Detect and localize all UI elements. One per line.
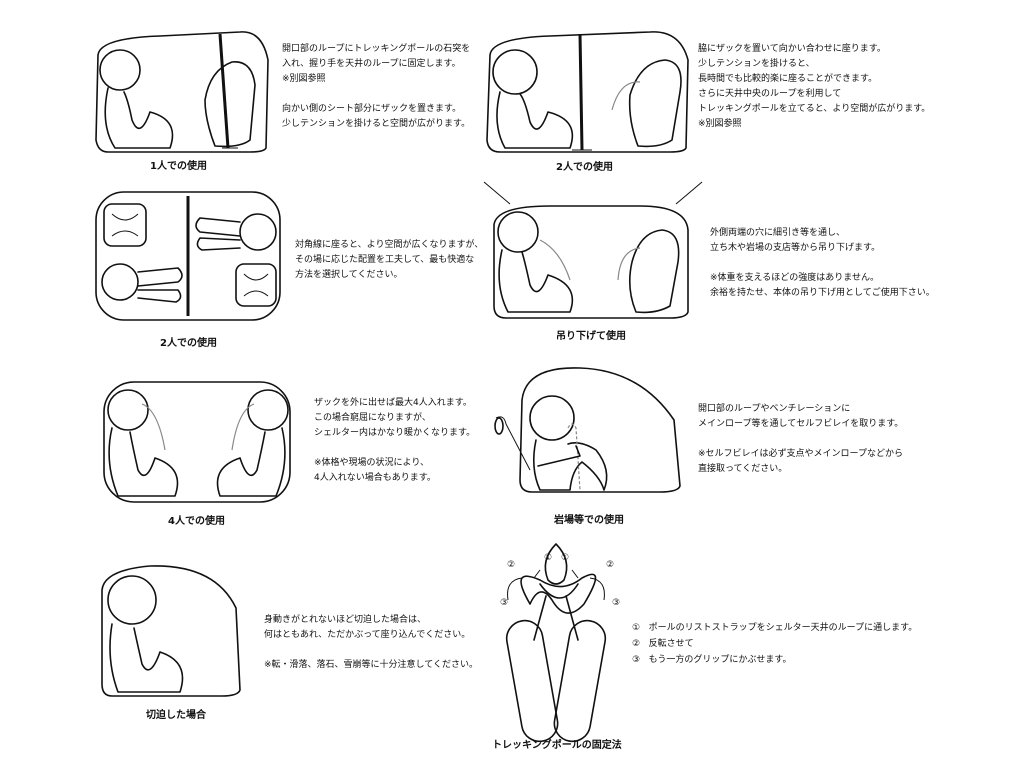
caption-emergency: 切迫した場合: [146, 710, 206, 721]
panel-hanging-text: 外側両端の穴に細引き等を通し、 立ち木や岩場の支店等から吊り下げます。 ※体重を…: [710, 226, 935, 301]
text-line: トレッキングポールを立てると、より空間が広がります。: [698, 104, 931, 114]
step-marker: ②: [606, 560, 615, 570]
step-text: 反転させて: [648, 639, 694, 649]
step-marker: ③: [612, 598, 621, 608]
illustration-two-facing: [486, 31, 689, 153]
step-marker: ①: [561, 553, 570, 563]
text-line: ※体格や現場の状況により、: [314, 458, 430, 468]
text-gap: [282, 87, 470, 102]
caption-hanging: 吊り下げて使用: [556, 331, 626, 342]
panel-emergency-text: 身動きがとれないほど切迫した場合は、 何はともあれ、ただかぶって座り込んでくださ…: [264, 613, 478, 673]
text-line: 少しテンションを掛けると空間が広がります。: [282, 119, 471, 129]
text-line: その場に応じた配置を工夫して、最も快適な: [295, 255, 475, 265]
text-line: 身動きがとれないほど切迫した場合は、: [264, 615, 427, 625]
caption-four-people: 4人での使用: [168, 516, 225, 527]
text-gap: [710, 256, 935, 271]
text-gap: [698, 432, 903, 447]
caption-solo: 1人での使用: [150, 161, 207, 172]
text-line: この場合窮屈になりますが、: [314, 413, 431, 423]
text-line: 方法を選択してください。: [295, 270, 403, 280]
step-marker: ③: [500, 598, 509, 608]
text-line: ※転・滑落、落石、雪崩等に十分注意してください。: [264, 660, 479, 670]
step-marker: ②: [507, 560, 516, 570]
step-text: もう一方のグリップにかぶせます。: [648, 655, 792, 665]
step-number: ①: [632, 623, 641, 633]
text-line: ※体重を支えるほどの強度はありません。: [710, 273, 880, 283]
step-item: ② 反転させて: [632, 636, 917, 652]
text-line: 少しテンションを掛けると、: [698, 59, 815, 69]
step-text: ポールのリストストラップをシェルター天井のループに通します。: [648, 623, 918, 633]
panel-rock-face-text: 開口部のループやベンチレーションに メインロープ等を通してセルフビレイを取ります…: [698, 402, 903, 477]
text-gap: [264, 643, 478, 658]
panel-solo-text: 開口部のループにトレッキングポールの石突を 入れ、握り手を天井のループに固定しま…: [282, 42, 470, 132]
panel-two-facing-text: 脇にザックを置いて向かい合わせに座ります。 少しテンションを掛けると、 長時間で…: [698, 42, 930, 132]
illustration-pole-fixing: [505, 543, 607, 743]
panel-pole-fixing-steps: ① ポールのリストストラップをシェルター天井のループに通します。 ② 反転させて…: [632, 620, 917, 668]
text-gap: [314, 441, 475, 456]
text-line: ※別図参照: [698, 119, 742, 129]
text-line: 脇にザックを置いて向かい合わせに座ります。: [698, 44, 886, 54]
text-line: 開口部のループやベンチレーションに: [698, 404, 851, 414]
illustration-emergency: [101, 565, 241, 697]
text-line: 外側両端の穴に細引き等を通し、: [710, 228, 846, 238]
caption-two-facing: 2人での使用: [556, 162, 613, 173]
text-line: 4人入れない場合もあります。: [314, 473, 436, 483]
text-line: 立ち木や岩場の支店等から吊り下げます。: [710, 243, 881, 253]
illustration-rock-face: [494, 367, 681, 493]
text-line: さらに天井中央のループを利用して: [698, 89, 842, 99]
text-line: 開口部のループにトレッキングポールの石突を: [282, 44, 471, 54]
illustration-hanging: [483, 181, 703, 319]
text-line: シェルター内はかなり暖かくなります。: [314, 428, 476, 438]
text-line: 余裕を持たせ、本体の吊り下げ用としてご使用下さい。: [710, 288, 935, 298]
text-line: 向かい側のシート部分にザックを置きます。: [282, 104, 462, 114]
step-item: ① ポールのリストストラップをシェルター天井のループに通します。: [632, 620, 917, 636]
text-line: 直接取ってください。: [698, 464, 788, 474]
step-item: ③ もう一方のグリップにかぶせます。: [632, 652, 917, 668]
illustration-solo-use: [95, 31, 269, 153]
caption-pole-fixing: トレッキングポールの固定法: [492, 740, 622, 751]
step-number: ②: [632, 639, 641, 649]
text-line: ※セルフビレイは必ず支点やメインロープなどから: [698, 449, 904, 459]
text-line: 何はともあれ、ただかぶって座り込んでください。: [264, 630, 471, 640]
panel-diagonal-text: 対角線に座ると、より空間が広くなりますが、 その場に応じた配置を工夫して、最も快…: [295, 238, 483, 283]
step-number: ③: [632, 655, 641, 665]
text-line: ※別図参照: [282, 74, 326, 84]
panel-four-people-text: ザックを外に出せば最大4人入れます。 この場合窮屈になりますが、 シェルター内は…: [314, 396, 475, 486]
text-line: 対角線に座ると、より空間が広くなりますが、: [295, 240, 484, 250]
text-line: 長時間でも比較的楽に座ることができます。: [698, 74, 878, 84]
illustration-four-people: [103, 381, 291, 503]
text-line: 入れ、握り手を天井のループに固定します。: [282, 59, 461, 69]
text-line: ザックを外に出せば最大4人入れます。: [314, 398, 472, 408]
caption-rock-face: 岩場等での使用: [554, 515, 624, 526]
step-marker: ①: [544, 553, 553, 563]
caption-diagonal: 2人での使用: [160, 338, 217, 349]
text-line: メインロープ等を通してセルフビレイを取ります。: [698, 419, 904, 429]
illustration-diagonal-top-view: [95, 191, 281, 321]
